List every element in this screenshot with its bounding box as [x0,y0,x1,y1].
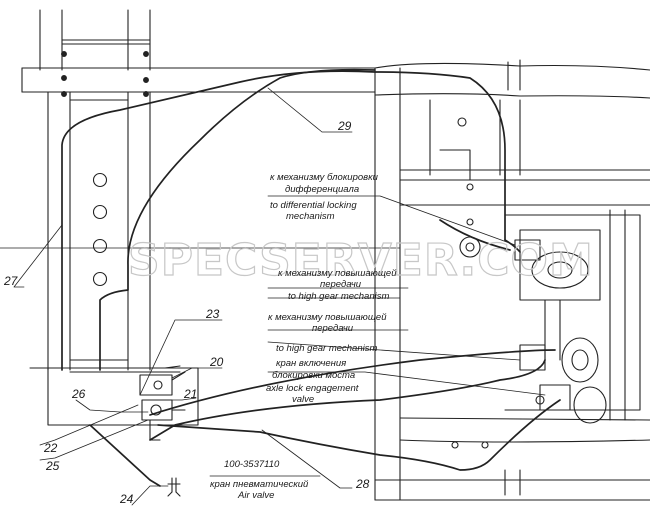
air-lines [61,68,561,487]
axle-lock-en-line2: valve [292,394,314,405]
diff-lock-en-line1: to differential locking [270,200,357,211]
air-valve-ru: кран пневматический [210,479,309,490]
left-frame-rail [0,9,401,426]
callout-24: 24 [119,492,134,506]
leader-lines [13,87,546,506]
high-gear-a-en: to high gear mechanism [288,291,389,302]
axle-lock-ru-line2: блокировки моста [272,370,355,381]
diff-lock-ru-line2: дифференциала [285,184,359,195]
diff-lock-ru-line1: к механизму блокировки [270,172,379,183]
callout-28: 28 [355,477,370,491]
callout-25: 25 [45,459,60,473]
callout-29: 29 [337,119,352,133]
diff-lock-en-line2: mechanism [286,211,335,222]
high-gear-b-ru-line1: к механизму повышающей [268,312,387,323]
callout-23: 23 [205,307,220,321]
axle-lock-valve-cluster [139,365,186,441]
watermark-text: SPECSERVER.COM [128,235,594,286]
air-valve-en: Air valve [237,490,274,501]
air-valve-part-number: 100-3537110 [224,459,280,470]
callout-20: 20 [209,355,224,369]
high-gear-a-ru-line2: передачи [320,279,362,290]
right-axle-assembly [374,59,650,501]
callout-27: 27 [3,274,19,288]
callout-numbers: 29 27 23 20 26 21 22 25 24 28 [3,119,370,506]
callout-21: 21 [183,387,197,401]
axle-lock-ru-line1: кран включения [276,358,346,369]
callout-22: 22 [43,441,58,455]
annotations: к механизму блокировки дифференциала to … [210,172,397,501]
air-valve-symbol [167,477,181,497]
high-gear-b-ru-line2: передачи [312,323,354,334]
high-gear-b-en: to high gear mechanism [276,343,377,354]
axle-lock-en-line1: axle lock engagement [266,383,359,394]
high-gear-a-ru-line1: к механизму повышающей [278,268,397,279]
callout-26: 26 [71,387,86,401]
